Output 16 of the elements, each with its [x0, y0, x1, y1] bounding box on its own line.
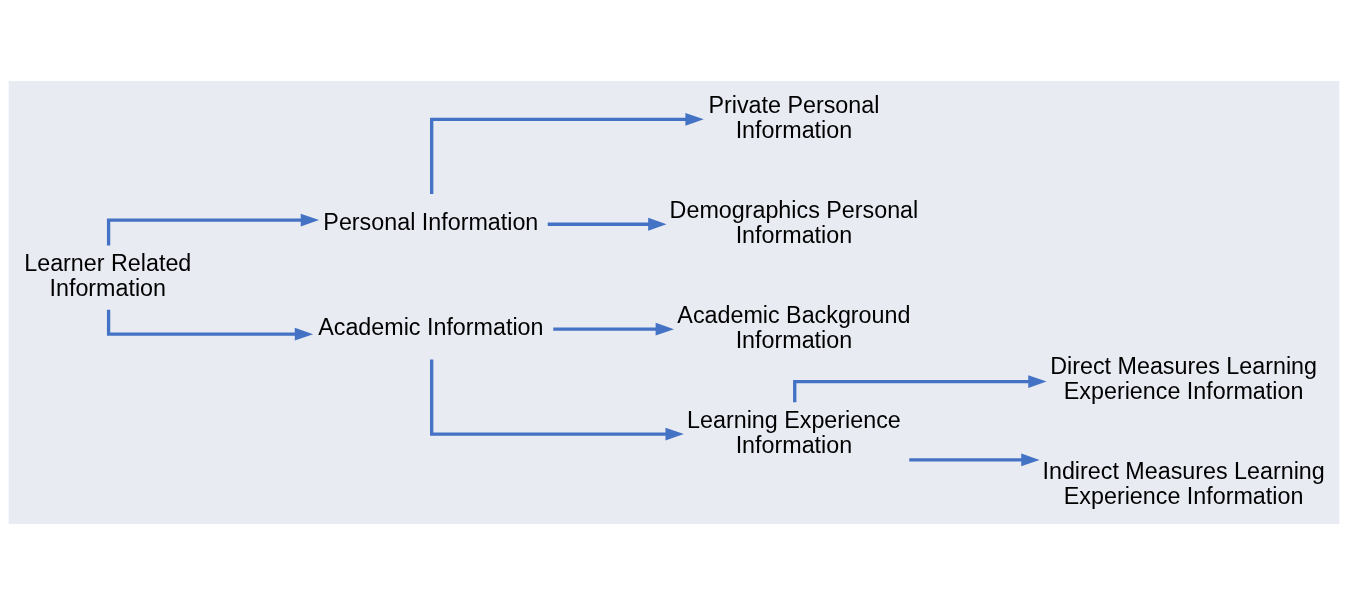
node-text: Direct Measures Learning Experience Information — [1050, 353, 1317, 405]
node-text: Learner Related Information — [24, 250, 192, 302]
node-text: Personal Information — [323, 209, 539, 236]
arrow — [430, 112, 704, 194]
arrow — [547, 217, 667, 231]
arrow — [106, 309, 314, 341]
arrow — [553, 322, 674, 336]
node-text: Indirect Measures Learning Experience Information — [1042, 458, 1325, 510]
node-text: Private Personal Information — [708, 91, 880, 143]
node-text: Demographics Personal Information — [669, 196, 919, 248]
node-text: Learning Experience Information — [687, 406, 901, 458]
node-text: Academic Information — [318, 314, 544, 341]
arrow — [106, 213, 320, 246]
arrow — [430, 359, 684, 441]
arrow — [909, 453, 1040, 467]
node-text: Academic Background Information — [677, 301, 911, 353]
